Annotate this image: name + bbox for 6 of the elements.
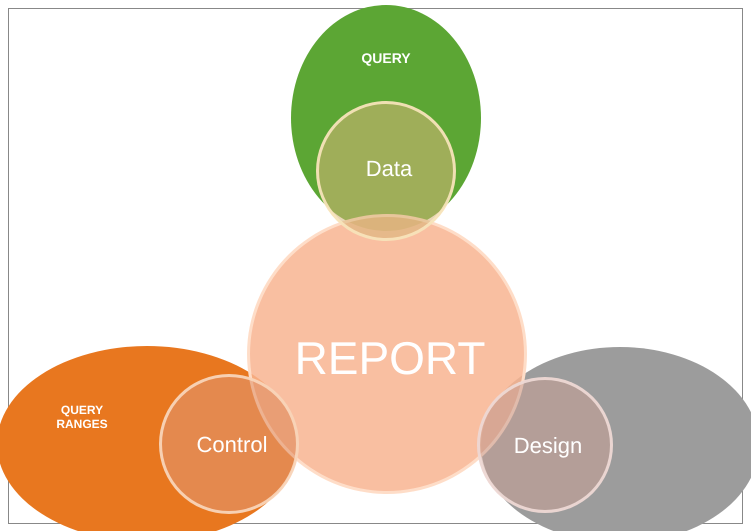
node-label: QUERY: [360, 50, 412, 66]
node-label: REPORT: [294, 332, 486, 385]
node-label: Design: [512, 433, 584, 458]
node-label: QUERY RANGES: [55, 404, 109, 432]
node-label: Control: [196, 432, 268, 458]
node-label: Data: [364, 156, 414, 182]
